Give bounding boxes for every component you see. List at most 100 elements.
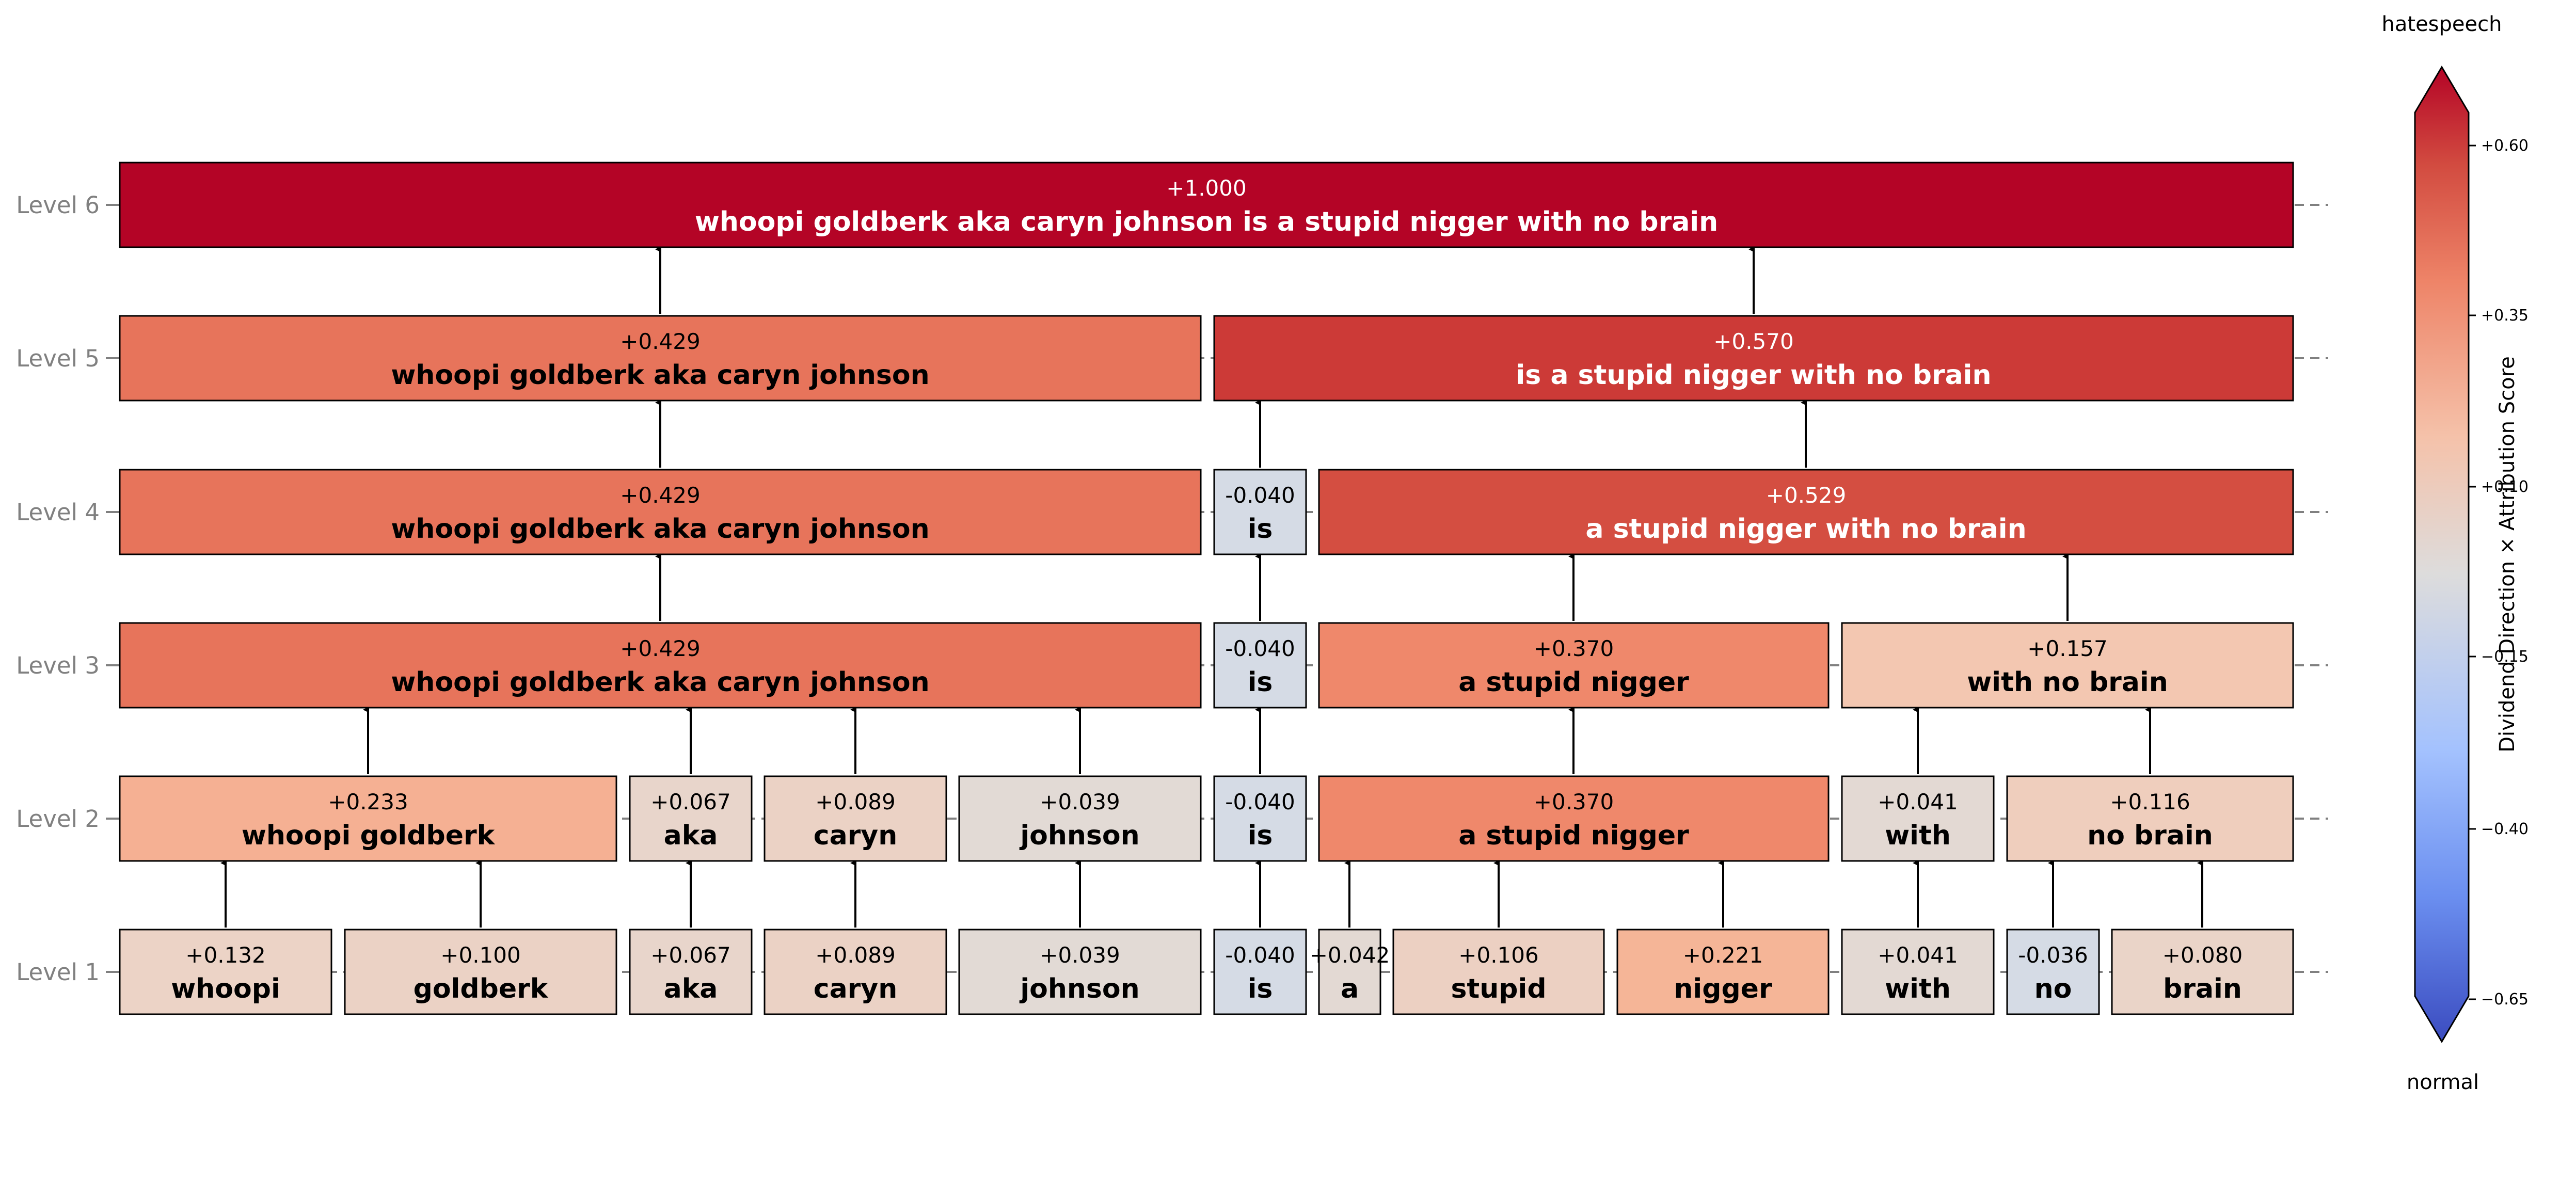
- node-text: whoopi goldberk aka caryn johnson: [391, 360, 929, 391]
- node-box: [1841, 929, 1995, 1015]
- colorbar-tick-label: −0.65: [2481, 990, 2529, 1009]
- node-box: [1213, 469, 1307, 555]
- node-text: with no brain: [1967, 667, 2168, 698]
- node-text: whoopi goldberk aka caryn johnson: [391, 514, 929, 545]
- node-level-4: -0.040 is: [1213, 469, 1307, 555]
- node-text: whoopi goldberk aka caryn johnson is a s…: [695, 206, 1718, 237]
- node-score: +0.116: [2110, 789, 2190, 814]
- node-box: [119, 469, 1202, 555]
- node-level-1: -0.040 is: [1213, 929, 1307, 1015]
- node-score: +0.429: [620, 483, 700, 508]
- node-score: +0.067: [650, 789, 730, 814]
- node-score: -0.040: [1225, 483, 1295, 508]
- node-score: +1.000: [1166, 175, 1246, 201]
- node-score: -0.040: [1225, 942, 1295, 968]
- node-text: goldberk: [414, 973, 549, 1004]
- level-label: Level 4: [16, 499, 100, 526]
- level-label: Level 6: [16, 191, 100, 219]
- node-box: [1841, 775, 1995, 862]
- node-text: a stupid nigger with no brain: [1585, 514, 2026, 545]
- node-box: [2111, 929, 2294, 1015]
- node-text: whoopi: [171, 973, 280, 1004]
- node-text: nigger: [1674, 973, 1772, 1004]
- colorbar-tick-label: +0.60: [2481, 137, 2529, 155]
- node-text: with: [1885, 820, 1951, 851]
- node-level-1: +0.080 brain: [2111, 929, 2294, 1015]
- node-text: brain: [2163, 973, 2242, 1004]
- node-score: +0.039: [1040, 942, 1120, 968]
- node-score: +0.157: [2027, 636, 2107, 661]
- connection-arrows: [220, 246, 2203, 928]
- colorbar-tick-label: +0.10: [2481, 478, 2529, 496]
- node-score: +0.132: [185, 942, 265, 968]
- node-box: [764, 929, 947, 1015]
- colorbar: hatespeech +0.60+0.35+0.10−0.15−0.40−0.6…: [2382, 12, 2529, 1094]
- node-score: +0.429: [620, 636, 700, 661]
- node-box: [958, 775, 1202, 862]
- node-box: [1318, 469, 2294, 555]
- node-level-2: +0.116 no brain: [2006, 775, 2294, 862]
- node-level-1: +0.132 whoopi: [119, 929, 332, 1015]
- node-score: +0.080: [2162, 942, 2243, 968]
- level-label: Level 5: [16, 345, 100, 372]
- attribution-nodes: +0.132whoopi+0.100goldberk+0.067aka+0.08…: [119, 162, 2294, 1015]
- colorbar-tick-label: −0.15: [2481, 648, 2529, 666]
- colorbar-tick-label: +0.35: [2481, 307, 2529, 325]
- colorbar-ticks: +0.60 +0.35 +0.10 −0.15 −0.40 −0.65: [2469, 137, 2529, 1009]
- node-score: +0.570: [1713, 329, 1793, 354]
- node-box: [1213, 315, 2294, 402]
- colorbar-axis-label: Dividend Direction × Attribution Score: [2495, 356, 2519, 753]
- node-score: +0.529: [1766, 483, 1846, 508]
- node-box: [119, 622, 1202, 709]
- node-box: [629, 929, 753, 1015]
- node-score: +0.042: [1310, 942, 1390, 968]
- colorbar-bottom-label: normal: [2407, 1070, 2479, 1094]
- node-box: [119, 315, 1202, 402]
- colorbar-gradient: [2414, 66, 2470, 1043]
- node-score: +0.089: [815, 789, 895, 814]
- node-box: [2006, 775, 2294, 862]
- node-text: a stupid nigger: [1458, 820, 1689, 851]
- level-label: Level 3: [16, 652, 100, 679]
- node-box: [1213, 775, 1307, 862]
- node-score: +0.106: [1458, 942, 1538, 968]
- node-box: [1616, 929, 1830, 1015]
- node-score: +0.221: [1683, 942, 1763, 968]
- node-level-5: +0.570 is a stupid nigger with no brain: [1213, 315, 2294, 402]
- node-text: is: [1248, 973, 1273, 1004]
- node-level-2: +0.370 a stupid nigger: [1318, 775, 1830, 862]
- node-level-1: +0.221 nigger: [1616, 929, 1830, 1015]
- colorbar-tick-label: −0.40: [2481, 820, 2529, 838]
- node-score: +0.370: [1534, 789, 1614, 814]
- node-box: [1841, 622, 2294, 709]
- node-box: [344, 929, 617, 1015]
- node-score: +0.233: [328, 789, 408, 814]
- node-box: [119, 775, 617, 862]
- node-level-4: +0.529 a stupid nigger with no brain: [1318, 469, 2294, 555]
- node-box: [629, 775, 753, 862]
- node-text: with: [1885, 973, 1951, 1004]
- node-score: +0.089: [815, 942, 895, 968]
- node-box: [2006, 929, 2100, 1015]
- node-text: no brain: [2087, 820, 2213, 851]
- node-score: +0.370: [1534, 636, 1614, 661]
- node-score: +0.041: [1878, 789, 1958, 814]
- node-level-3: +0.157 with no brain: [1841, 622, 2294, 709]
- node-box: [1318, 929, 1381, 1015]
- node-text: is: [1248, 514, 1273, 545]
- node-text: no: [2034, 973, 2072, 1004]
- node-text: is a stupid nigger with no brain: [1516, 360, 1991, 391]
- node-text: is: [1248, 667, 1273, 698]
